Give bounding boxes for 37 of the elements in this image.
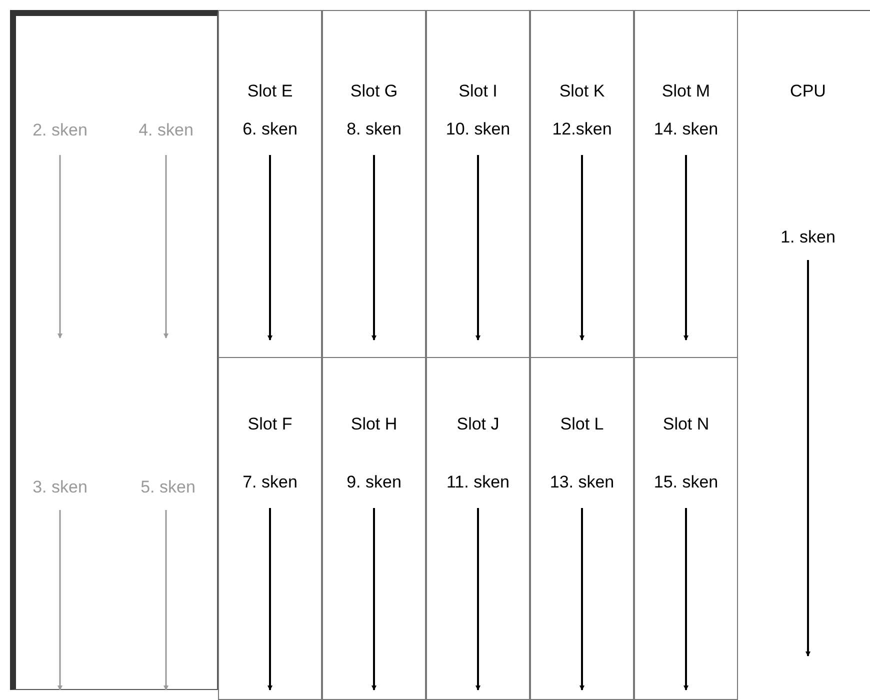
scan-order-label: 6. sken bbox=[242, 120, 298, 140]
slot-cell bbox=[322, 357, 426, 700]
scan-order-label: 13. sken bbox=[550, 474, 614, 492]
slot-cell bbox=[530, 357, 634, 700]
slot-label: Slot E bbox=[247, 82, 293, 102]
slot-label: Slot L bbox=[560, 416, 604, 434]
scan-order-label: 15. sken bbox=[654, 474, 718, 492]
scan-order-label: 3. sken bbox=[32, 478, 88, 498]
slot-cell bbox=[426, 357, 530, 700]
slot-cell bbox=[218, 10, 322, 358]
scan-order-label: 5. sken bbox=[140, 478, 196, 498]
scan-order-label: 8. sken bbox=[346, 120, 402, 140]
scan-order-label: 12.sken bbox=[552, 120, 612, 140]
slot-cell bbox=[634, 357, 738, 700]
rack-panel bbox=[10, 10, 218, 690]
scan-order-label: 10. sken bbox=[446, 120, 510, 140]
slot-label: Slot H bbox=[350, 416, 398, 434]
slot-label: Slot G bbox=[350, 82, 398, 102]
slot-cell bbox=[218, 357, 322, 700]
scan-order-label: 2. sken bbox=[32, 122, 88, 140]
slot-label: Slot F bbox=[248, 416, 292, 434]
module-label: CPU bbox=[790, 82, 826, 102]
scan-order-label: 9. sken bbox=[346, 474, 402, 492]
scan-order-label: 4. sken bbox=[138, 122, 194, 140]
scan-order-label: 14. sken bbox=[654, 120, 718, 140]
slot-label: Slot K bbox=[559, 82, 605, 102]
slot-cell bbox=[426, 10, 530, 358]
slot-cell bbox=[530, 10, 634, 358]
slot-label: Slot I bbox=[458, 82, 498, 102]
slot-label: Slot J bbox=[456, 416, 500, 434]
scan-order-label: 1. sken bbox=[780, 228, 836, 248]
slot-cell bbox=[634, 10, 738, 358]
scan-order-label: 11. sken bbox=[446, 474, 510, 492]
slot-cell bbox=[322, 10, 426, 358]
slot-label: Slot N bbox=[662, 416, 710, 434]
scan-order-label: 7. sken bbox=[242, 474, 298, 492]
slot-label: Slot M bbox=[662, 82, 710, 102]
